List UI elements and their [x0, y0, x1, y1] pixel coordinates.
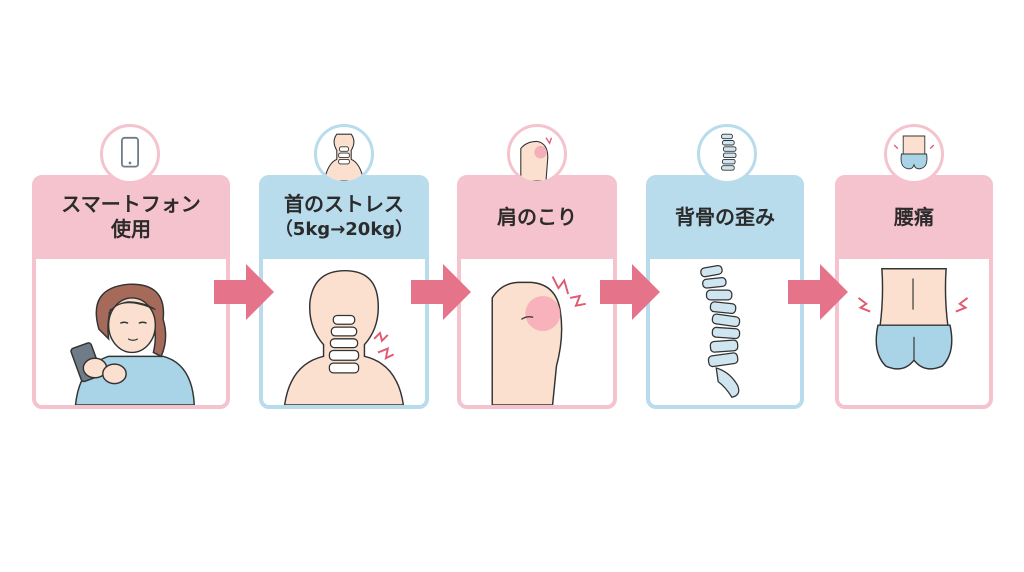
lower-back-illustration	[839, 259, 989, 405]
step-card-lower-back-pain: 腰痛	[835, 175, 993, 409]
shoulder-pain-illustration	[461, 259, 613, 405]
flow-arrow	[788, 264, 848, 320]
flow-arrow	[411, 264, 471, 320]
step-card-neck-stress: 首のストレス （5kg→20kg）	[259, 175, 429, 409]
step-title: 肩のこり	[497, 204, 577, 229]
flow-arrow	[600, 264, 660, 320]
step-card-spinal-distortion: 背骨の歪み	[646, 175, 804, 409]
step-header: 腰痛	[839, 179, 989, 259]
step-subtitle: （5kg→20kg）	[274, 219, 414, 240]
step-title: 腰痛	[894, 204, 934, 229]
step-card-smartphone: スマートフォン 使用	[32, 175, 230, 409]
smartphone-icon	[100, 124, 160, 184]
spine-icon	[697, 124, 757, 184]
step-title: 背骨の歪み	[675, 204, 775, 229]
flow-arrow	[214, 264, 274, 320]
shoulder-icon	[507, 124, 567, 184]
woman-with-phone-illustration	[36, 259, 226, 405]
step-title: 首のストレス	[284, 192, 404, 216]
step-header: 肩のこり	[461, 179, 613, 259]
neck-vertebrae-illustration	[263, 259, 425, 405]
lower-back-icon	[884, 124, 944, 184]
curved-spine-illustration	[650, 259, 800, 405]
step-title-line2: 使用	[111, 217, 151, 241]
step-title: スマートフォン	[61, 192, 201, 216]
neck-icon	[314, 124, 374, 184]
step-header: スマートフォン 使用	[36, 179, 226, 259]
step-card-stiff-shoulders: 肩のこり	[457, 175, 617, 409]
step-header: 首のストレス （5kg→20kg）	[263, 179, 425, 259]
step-header: 背骨の歪み	[650, 179, 800, 259]
